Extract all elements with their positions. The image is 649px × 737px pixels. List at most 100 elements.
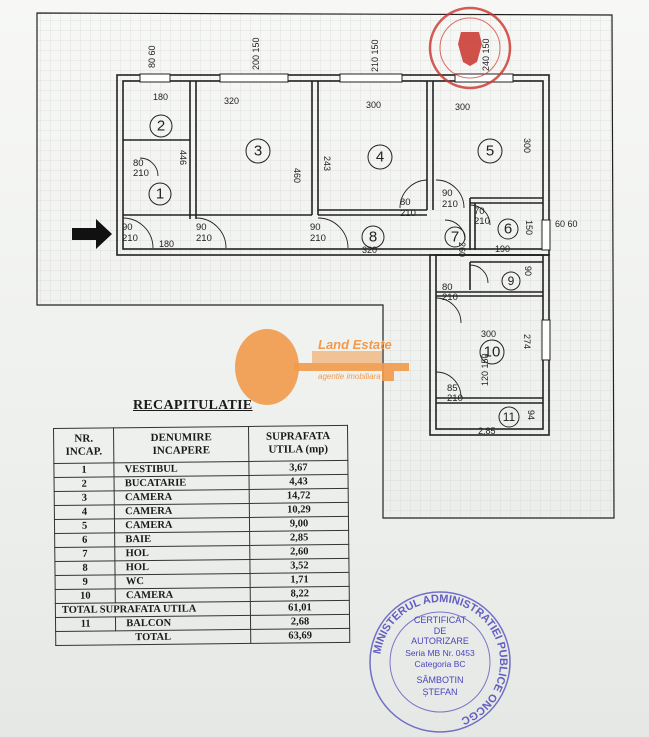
row-nr: 5 (54, 518, 115, 534)
recap-title: RECAPITULATIE (133, 398, 253, 413)
header-nr: NR. INCAP. (53, 427, 115, 464)
room-labels: 2 1 3 4 5 6 7 8 9 10 11 (148, 114, 521, 428)
total-util-row-value: 61,01 (250, 600, 350, 616)
row-denumire: HOL (114, 545, 250, 561)
svg-text:210: 210 (122, 233, 138, 244)
svg-text:210: 210 (442, 199, 458, 210)
row-nr: 7 (54, 546, 116, 562)
room-5-label: 5 (486, 143, 494, 160)
land-estate-logo (235, 329, 409, 405)
coat-of-arms-icon (458, 32, 482, 66)
svg-text:240 150: 240 150 (481, 38, 491, 71)
svg-text:70: 70 (474, 206, 485, 217)
svg-text:180: 180 (153, 92, 168, 102)
row-nr: 10 (55, 588, 116, 604)
svg-text:320: 320 (362, 245, 377, 255)
row-denumire: BAIE (114, 531, 250, 547)
svg-text:120 150: 120 150 (480, 353, 490, 386)
door-arcs (122, 157, 491, 398)
oncgc-authorization-stamp: MINISTERUL ADMINISTRATIEI PUBLICE ONCGC (369, 591, 511, 733)
svg-text:260: 260 (457, 242, 467, 257)
row-denumire: HOL (115, 559, 251, 575)
row-denumire: BALCON (115, 615, 251, 631)
svg-text:210: 210 (310, 233, 326, 244)
row-suprafata: 9,00 (249, 516, 349, 532)
row-nr: 2 (54, 476, 115, 492)
svg-text:2,85: 2,85 (478, 426, 496, 436)
windows (139, 73, 551, 361)
svg-text:300: 300 (455, 102, 470, 112)
row-denumire: CAMERA (114, 489, 250, 505)
header-suprafata: SUPRAFATA UTILA (mp) (248, 425, 348, 462)
row-nr: 3 (54, 490, 115, 506)
room-7-label: 7 (451, 229, 459, 246)
logo-name: Land Estate (318, 337, 392, 352)
svg-text:200 150: 200 150 (251, 37, 261, 70)
svg-text:90: 90 (196, 222, 207, 233)
logo-tagline: agentie imobiliara (318, 372, 381, 381)
row-suprafata: 3,52 (249, 558, 350, 574)
svg-text:90: 90 (310, 222, 321, 233)
header-denumire: DENUMIRE INCAPERE (113, 426, 249, 463)
row-suprafata: 2,68 (250, 614, 350, 630)
svg-text:90: 90 (122, 222, 133, 233)
row-denumire: WC (115, 573, 251, 589)
row-nr: 6 (54, 532, 115, 548)
entrance-arrow (72, 219, 112, 249)
room-11-label: 11 (503, 410, 516, 424)
stamp-line-1: CERTIFICAT (413, 615, 467, 625)
svg-text:243: 243 (322, 156, 332, 171)
room-4-label: 4 (376, 149, 384, 166)
svg-text:150: 150 (524, 220, 534, 235)
row-nr: 9 (55, 574, 116, 590)
svg-text:210: 210 (133, 168, 149, 179)
svg-text:80: 80 (400, 197, 411, 208)
row-suprafata: 1,71 (250, 572, 350, 588)
row-nr: 8 (54, 560, 116, 576)
svg-text:210: 210 (196, 233, 212, 244)
dimension-labels: 80 60 200 150 210 150 240 150 180 320 30… (147, 37, 578, 436)
room-9-label: 9 (508, 274, 515, 288)
walls (116, 74, 550, 436)
row-suprafata: 3,67 (248, 460, 349, 476)
row-suprafata: 2,85 (249, 530, 349, 546)
recap-table: NR. INCAP. DENUMIRE INCAPERE SUPRAFATA U… (53, 425, 350, 646)
svg-text:90: 90 (442, 188, 453, 199)
svg-text:210 150: 210 150 (370, 39, 380, 72)
row-nr: 11 (55, 616, 116, 632)
row-suprafata: 8,22 (250, 586, 350, 602)
svg-text:446: 446 (178, 150, 188, 165)
room-8-label: 8 (369, 229, 377, 246)
row-nr: 1 (53, 462, 115, 478)
row-denumire: CAMERA (114, 517, 250, 533)
svg-text:210: 210 (442, 292, 458, 303)
svg-text:80: 80 (442, 282, 453, 293)
total-label: TOTAL (55, 629, 251, 646)
room-3-label: 3 (254, 143, 262, 160)
svg-text:460: 460 (292, 168, 302, 183)
room-6-label: 6 (504, 221, 512, 238)
svg-text:180: 180 (159, 239, 174, 249)
row-suprafata: 10,29 (249, 502, 349, 518)
row-denumire: CAMERA (114, 503, 250, 519)
svg-text:85: 85 (447, 383, 458, 394)
stamp-line-4: Seria MB Nr. 0453 (405, 648, 475, 658)
svg-text:274: 274 (522, 334, 532, 349)
row-suprafata: 2,60 (249, 544, 349, 560)
svg-text:210: 210 (474, 216, 490, 227)
svg-text:320: 320 (224, 96, 239, 106)
svg-text:300: 300 (522, 138, 532, 153)
stamp-line-7: ȘTEFAN (422, 687, 458, 697)
svg-text:60 60: 60 60 (555, 219, 578, 229)
room-1-label: 1 (156, 186, 164, 203)
svg-text:190: 190 (495, 244, 510, 254)
row-nr: 4 (54, 504, 115, 520)
stamp-line-5: Categoria BC (414, 659, 466, 669)
red-cadastre-stamp (428, 6, 512, 90)
svg-text:80 60: 80 60 (147, 45, 157, 68)
svg-text:94: 94 (526, 410, 536, 420)
room-2-label: 2 (157, 118, 165, 135)
